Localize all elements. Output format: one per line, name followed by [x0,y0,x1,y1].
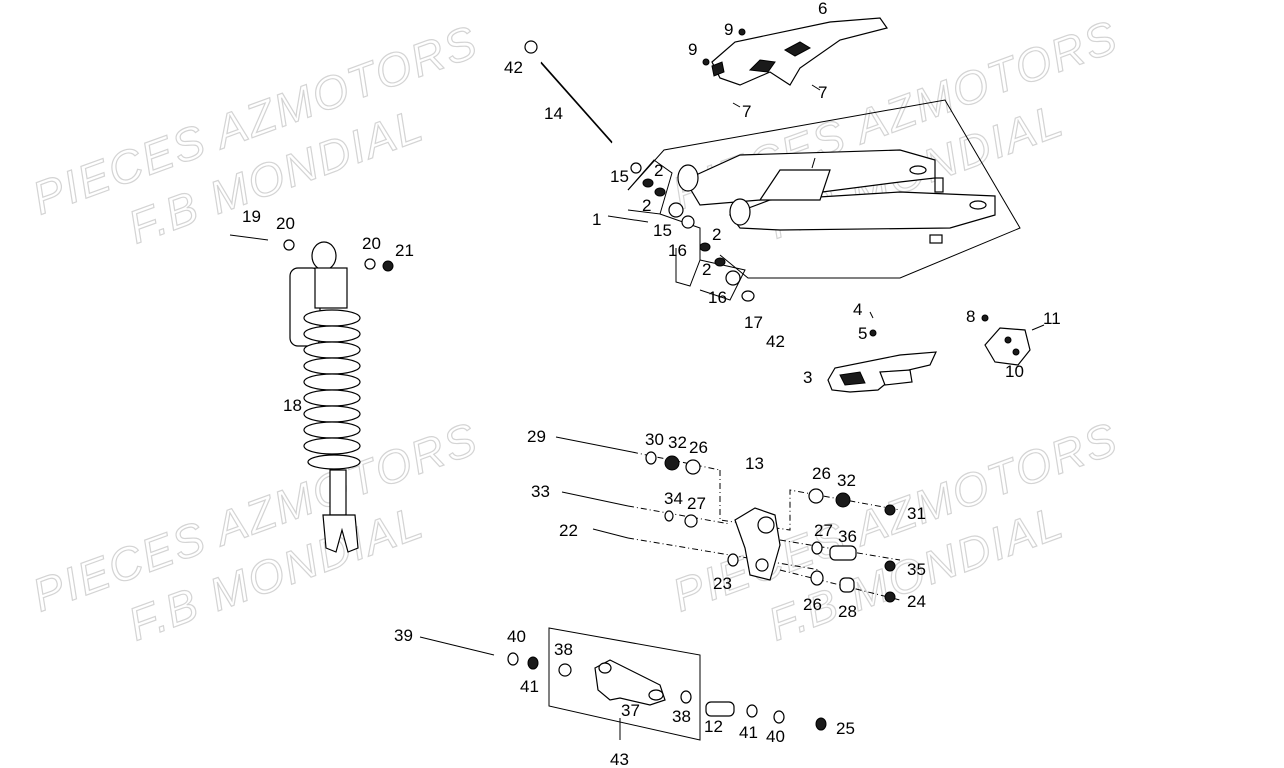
watermark-top-left: PIECES AZMOTORS F.B MONDIAL [25,14,485,254]
callout-15: 15 [653,221,672,240]
callout-6: 6 [818,0,827,18]
callout-19: 19 [242,207,261,226]
watermark-bottom-right: PIECES AZMOTORS F.B MONDIAL [665,411,1125,651]
callout-35: 35 [907,560,926,579]
callout-17: 17 [744,313,763,332]
callout-18: 18 [283,396,302,415]
callout-11: 11 [1043,309,1061,328]
callout-26: 26 [812,464,831,483]
callout-2: 2 [702,260,711,279]
callout-2: 2 [642,196,651,215]
callout-9: 9 [688,40,697,59]
callout-29: 29 [527,427,546,446]
callout-labels: 1 2 2 2 2 3 4 5 6 7 7 8 9 9 10 11 12 13 … [242,0,1061,768]
callout-28: 28 [838,602,857,621]
callout-42: 42 [504,58,523,77]
callout-38: 38 [554,640,573,659]
callout-9: 9 [724,20,733,39]
callout-32: 32 [837,471,856,490]
callout-40: 40 [766,727,785,746]
callout-33: 33 [531,482,550,501]
lower-link-assembly [419,627,827,741]
swingarm-bushing-group-lower [659,213,755,302]
callout-16: 16 [668,241,687,260]
callout-42: 42 [766,332,785,351]
chain-tensioner-bracket [981,314,1045,366]
callout-40: 40 [507,627,526,646]
callout-15: 15 [610,167,629,186]
callout-2: 2 [654,161,663,180]
callout-38: 38 [672,707,691,726]
swingarm-assembly [607,99,1021,279]
callout-32: 32 [668,433,687,452]
callout-4: 4 [853,300,862,319]
callout-20: 20 [362,234,381,253]
watermark-bottom-left: PIECES AZMOTORS F.B MONDIAL [25,411,485,651]
callout-13: 13 [745,454,764,473]
callout-23: 23 [713,574,732,593]
callout-24: 24 [907,592,926,611]
callout-26: 26 [803,595,822,614]
callout-41: 41 [520,677,539,696]
callout-41: 41 [739,723,758,742]
callout-25: 25 [836,719,855,738]
callout-22: 22 [559,521,578,540]
suspension-linkage [734,507,781,581]
callout-27: 27 [687,494,706,513]
callout-34: 34 [664,489,683,508]
callout-31: 31 [907,504,926,523]
callout-8: 8 [966,307,975,326]
chain-guard [702,17,888,86]
callout-3: 3 [803,368,812,387]
callout-20: 20 [276,214,295,233]
callout-1: 1 [592,210,601,229]
callout-5: 5 [858,324,867,343]
swingarm-bushing-group-upper [627,159,684,218]
callout-37: 37 [621,701,640,720]
callout-10: 10 [1005,362,1024,381]
callout-12: 12 [704,717,723,736]
callout-43: 43 [610,750,629,768]
callout-16: 16 [708,288,727,307]
shock-spring [303,309,361,470]
callout-2: 2 [712,225,721,244]
chain-slider [827,351,937,393]
callout-27: 27 [814,521,833,540]
linkage-washers [645,451,896,603]
callout-30: 30 [645,430,664,449]
callout-36: 36 [838,527,857,546]
callout-14: 14 [544,104,563,123]
callout-7: 7 [818,83,827,102]
callout-21: 21 [395,241,414,260]
callout-26: 26 [689,438,708,457]
rear-shock-absorber [229,234,394,553]
callout-39: 39 [394,626,413,645]
swingarm-pivot-axle [524,40,613,144]
callout-7: 7 [742,102,751,121]
